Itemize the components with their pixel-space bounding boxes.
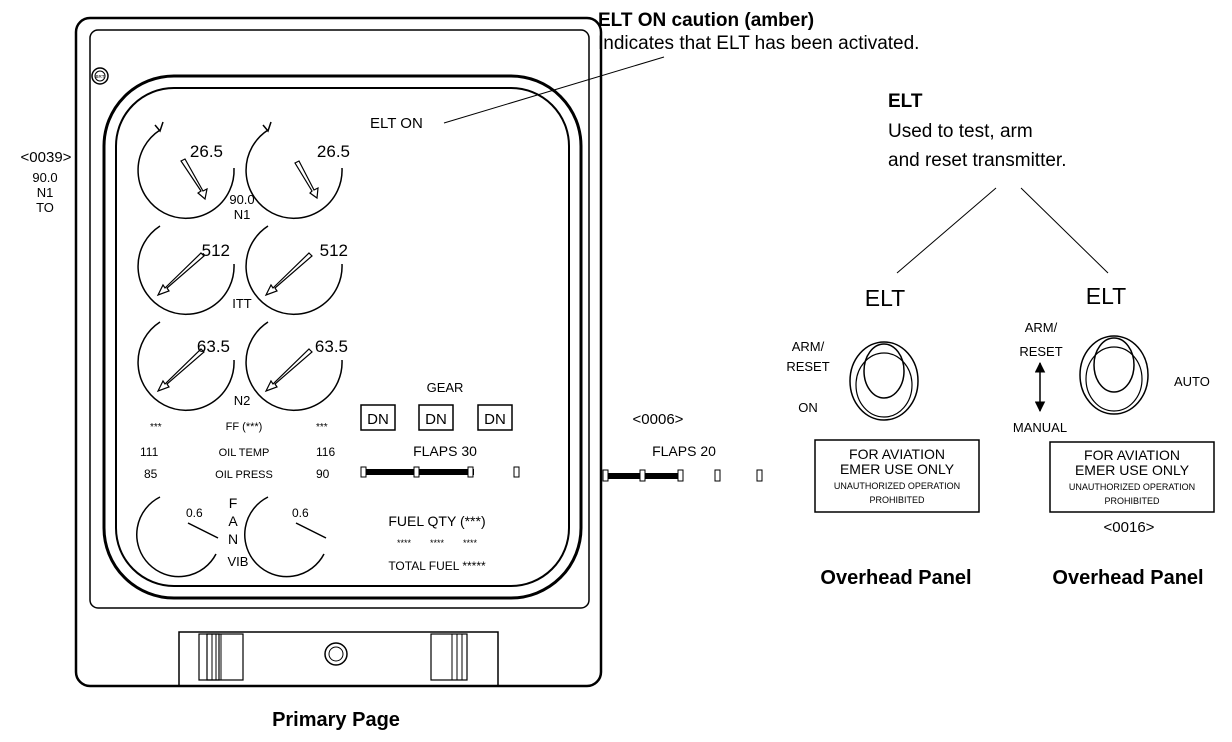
gear-nose-state: DN [425, 411, 447, 428]
elt-placard-right-line1: FOR AVIATION [1084, 447, 1180, 463]
ff-right: *** [316, 422, 328, 433]
n2-right-value: 63.5 [315, 337, 348, 356]
fuel-values: **** **** **** [397, 538, 478, 548]
oil-press-left: 85 [144, 467, 158, 481]
brt-knob-label: BRT [96, 74, 105, 79]
side-ref-code: <0039> [21, 149, 72, 166]
n1-target: 90.0 [229, 192, 254, 207]
flaps-scale [360, 466, 520, 478]
n1-gauge-right: 26.5 [245, 121, 350, 219]
elt-on-callout: ELT ON caution (amber) Indicates that EL… [443, 10, 919, 124]
flaps-label: FLAPS 30 [413, 443, 477, 459]
oil-temp-right: 116 [316, 445, 335, 459]
oil-press-label: OIL PRESS [215, 469, 273, 481]
n2-label: N2 [234, 393, 251, 408]
elt-toggle-left[interactable] [849, 341, 919, 421]
primary-display: BRT ELT ON 26.5 26.5 90.0 N1 512 512 [74, 16, 603, 731]
fuel-center: **** [430, 538, 445, 548]
oil-temp-label: OIL TEMP [219, 447, 270, 459]
elt-placard-left-line2: EMER USE ONLY [840, 461, 955, 477]
vib-left-value: 0.6 [186, 506, 203, 520]
fan-letter-f: F [229, 495, 238, 511]
vib-label: VIB [228, 554, 249, 569]
elt-placard-left-line4: PROHIBITED [869, 495, 925, 505]
overhead-panel-right-caption: Overhead Panel [1052, 567, 1203, 589]
primary-page-caption: Primary Page [272, 709, 400, 731]
side-ref-mode: TO [36, 200, 54, 215]
elt-switch-callout-line2: and reset transmitter. [888, 150, 1066, 171]
elt-switch-right-code: <0016> [1104, 519, 1155, 536]
elt-switch-left-on: ON [798, 400, 818, 415]
fan-letter-a: A [228, 513, 238, 529]
display-screen [115, 87, 570, 587]
oil-temp-left: 111 [140, 445, 159, 459]
elt-placard-left-line3: UNAUTHORIZED OPERATION [834, 481, 960, 491]
itt-gauge-right: 512 [245, 225, 348, 315]
brt-knob[interactable]: BRT [91, 67, 109, 85]
elt-switch-left-reset: RESET [786, 359, 829, 374]
elt-switch-right-title: ELT [1086, 283, 1126, 309]
n2-gauge-left: 63.5 [137, 321, 235, 411]
fuel-left: **** [397, 538, 412, 548]
elt-switch-left-title: ELT [865, 285, 905, 311]
n1-gauge-left: 26.5 [137, 121, 235, 219]
elt-switch-right-manual: MANUAL [1013, 420, 1067, 435]
n1-right-value: 26.5 [317, 142, 350, 161]
elt-on-callout-text: Indicates that ELT has been activated. [598, 33, 919, 54]
vib-right-value: 0.6 [292, 506, 309, 520]
n1-left-value: 26.5 [190, 142, 223, 161]
itt-left-value: 512 [202, 241, 230, 260]
elt-switch-right-auto: AUTO [1174, 374, 1210, 389]
elt-switch-right: ELT ARM/ RESET MANUAL AUTO FOR AVIATION … [1013, 283, 1215, 589]
display-bezel-inner [89, 29, 590, 609]
oil-press-right: 90 [316, 467, 330, 481]
total-fuel-label: TOTAL FUEL ***** [388, 559, 486, 573]
gear-label: GEAR [427, 380, 464, 395]
side-ref-n1-value: 90.0 [32, 170, 57, 185]
itt-label: ITT [232, 296, 252, 311]
gear-right-state: DN [484, 411, 506, 428]
fan-letter-n: N [228, 531, 238, 547]
elt-switch-right-arm: ARM/ [1025, 320, 1058, 335]
elt-on-callout-title: ELT ON caution (amber) [598, 10, 814, 31]
elt-switch-right-reset: RESET [1019, 344, 1062, 359]
side-reference: <0039> 90.0 N1 TO [21, 149, 72, 215]
flaps-alt-code: <0006> [633, 411, 684, 428]
n2-left-value: 63.5 [197, 337, 230, 356]
elt-toggle-right[interactable] [1079, 335, 1149, 415]
display-latch [178, 631, 499, 687]
elt-placard-right-line4: PROHIBITED [1104, 496, 1160, 506]
elt-on-message: ELT ON [370, 115, 423, 132]
n2-gauge-right: 63.5 [245, 321, 348, 411]
vib-gauge-right: 0.6 [244, 496, 327, 578]
elt-switch-callout-line1: Used to test, arm [888, 121, 1033, 142]
fuel-qty-label: FUEL QTY (***) [388, 513, 485, 529]
elt-switch-callout-title: ELT [888, 91, 923, 112]
flaps-alt: <0006> FLAPS 20 [602, 411, 763, 482]
elt-placard-right-line3: UNAUTHORIZED OPERATION [1069, 482, 1195, 492]
itt-gauge-left: 512 [137, 225, 235, 315]
engine-readouts: *** FF (***) *** 111 OIL TEMP 116 85 OIL… [140, 421, 335, 481]
vib-gauge-left: 0.6 [136, 496, 219, 578]
ff-label: FF (***) [226, 421, 263, 433]
elt-switch-left-arm: ARM/ [792, 339, 825, 354]
overhead-panel-left-caption: Overhead Panel [820, 567, 971, 589]
ff-left: *** [150, 422, 162, 433]
elt-placard-right-line2: EMER USE ONLY [1075, 462, 1190, 478]
gear-indicators: DN DN DN [360, 404, 513, 431]
n1-label: N1 [234, 207, 251, 222]
fuel-right: **** [463, 538, 478, 548]
elt-switch-callout: ELT Used to test, arm and reset transmit… [888, 91, 1109, 274]
elt-placard-left-line1: FOR AVIATION [849, 446, 945, 462]
itt-right-value: 512 [320, 241, 348, 260]
elt-switch-left: ELT ARM/ RESET ON FOR AVIATION EMER USE … [786, 285, 980, 589]
flaps-alt-label: FLAPS 20 [652, 443, 716, 459]
gear-left-state: DN [367, 411, 389, 428]
side-ref-n1-label: N1 [37, 185, 54, 200]
display-frame [102, 74, 583, 600]
